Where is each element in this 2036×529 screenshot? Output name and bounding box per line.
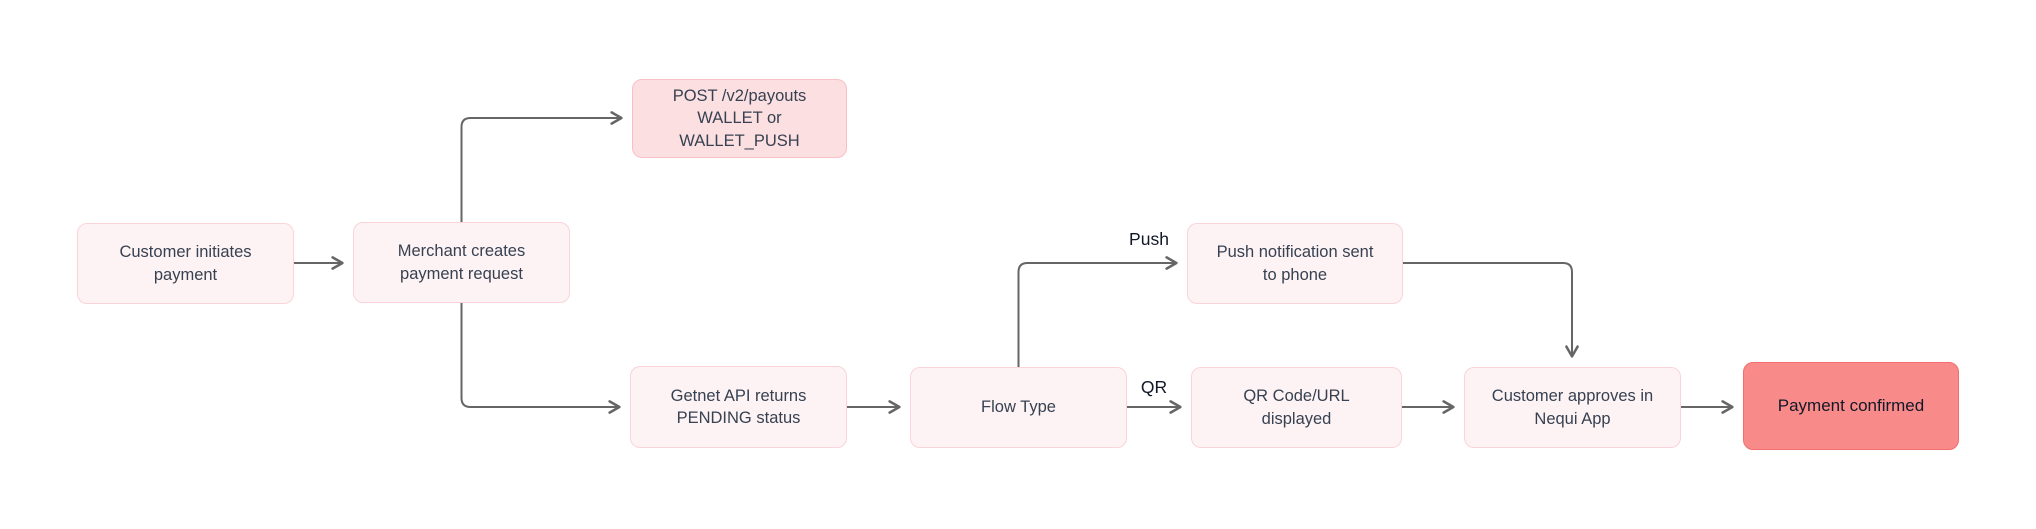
node-customer-initiates-payment: Customer initiates payment xyxy=(77,223,294,304)
node-label: Flow Type xyxy=(981,398,1056,417)
edge-merchant-to-post xyxy=(460,111,623,222)
edge-flowtype-to-push xyxy=(1017,256,1178,367)
node-merchant-creates-payment-request: Merchant creates payment request xyxy=(353,222,570,303)
node-flow-type: Flow Type xyxy=(910,367,1127,448)
node-label: Payment confirmed xyxy=(1777,395,1925,415)
edge-push-to-approves xyxy=(1403,262,1579,358)
edge-merchant-to-getnet xyxy=(460,303,621,414)
node-post-v2-payouts: POST /v2/payouts WALLET or WALLET_PUSH xyxy=(632,79,847,158)
node-qr-code-url-displayed: QR Code/URL displayed xyxy=(1191,367,1402,448)
node-getnet-api-pending: Getnet API returns PENDING status xyxy=(630,366,847,448)
node-label: Push notification sent to phone xyxy=(1216,243,1374,284)
node-label: POST /v2/payouts WALLET or WALLET_PUSH xyxy=(672,87,807,150)
node-label: QR Code/URL displayed xyxy=(1243,387,1350,428)
node-payment-confirmed: Payment confirmed xyxy=(1743,362,1959,450)
edge-label-qr: QR xyxy=(1140,377,1168,397)
node-label: Customer approves in Nequi App xyxy=(1491,387,1654,428)
edge-label-push: Push xyxy=(1129,229,1169,249)
node-customer-approves-nequi: Customer approves in Nequi App xyxy=(1464,367,1681,448)
node-push-notification-sent: Push notification sent to phone xyxy=(1187,223,1403,304)
node-label: Getnet API returns PENDING status xyxy=(670,386,807,427)
node-label: Customer initiates payment xyxy=(119,243,252,284)
node-label: Merchant creates payment request xyxy=(397,242,526,283)
